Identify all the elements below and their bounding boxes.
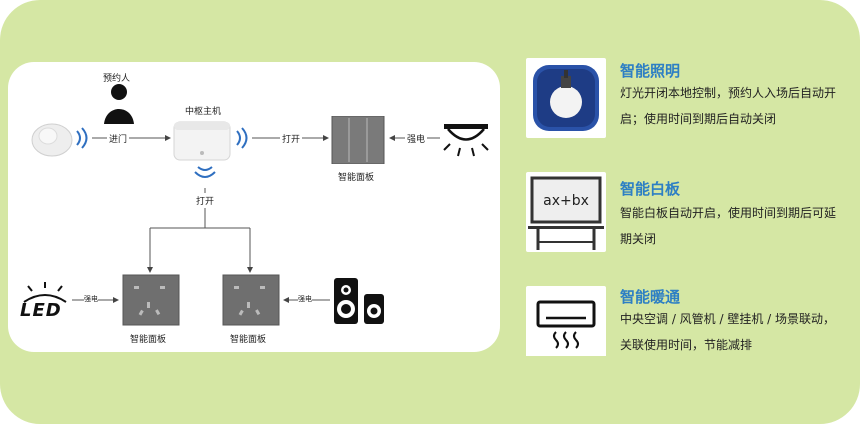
hub-label: 中枢主机 bbox=[185, 107, 222, 117]
feature-desc-lighting: 灯光开闭本地控制，预约人入场后自动开启；使用时间到期后自动关闭 bbox=[620, 86, 837, 126]
strong-power-label-top: 强电 bbox=[405, 132, 428, 145]
hub-signal-right-icon bbox=[236, 127, 248, 149]
smart-panel-right-icon bbox=[222, 274, 280, 326]
led-text: LED bbox=[20, 300, 62, 321]
led-light-icon bbox=[23, 282, 67, 303]
ceiling-light-icon bbox=[443, 124, 489, 157]
motion-sensor-icon bbox=[31, 123, 73, 157]
feature-desc-hvac: 中央空调 / 风管机 / 壁挂机 / 场景联动，关联使用时间，节能减排 bbox=[620, 312, 836, 352]
speaker-icon bbox=[334, 278, 384, 324]
whiteboard-icon: ax+bx bbox=[526, 172, 606, 252]
whiteboard-formula: ax+bx bbox=[543, 193, 589, 209]
open-label-down: 打开 bbox=[196, 193, 215, 208]
feature-title-whiteboard: 智能白板 bbox=[620, 180, 681, 198]
smart-panel-top-icon bbox=[331, 116, 385, 164]
feature-title-lighting: 智能照明 bbox=[620, 62, 681, 80]
hub-device-icon bbox=[173, 121, 231, 161]
air-conditioner-icon bbox=[526, 286, 606, 356]
hub-signal-down-icon bbox=[194, 166, 216, 178]
open-label-right: 打开 bbox=[280, 132, 303, 145]
feature-desc-whiteboard: 智能白板自动开启，使用时间到期后可延期关闭 bbox=[620, 206, 837, 246]
panel-label-right: 智能面板 bbox=[230, 335, 267, 345]
sensor-signal-icon bbox=[76, 127, 88, 149]
strong-power-label-led: 强电 bbox=[84, 294, 98, 304]
panel-label-left: 智能面板 bbox=[130, 335, 167, 345]
enter-label: 进门 bbox=[107, 132, 130, 145]
lightbulb-icon bbox=[526, 58, 606, 138]
feature-title-hvac: 智能暖通 bbox=[620, 288, 681, 306]
strong-power-label-speaker: 强电 bbox=[298, 294, 312, 304]
panel-label-top: 智能面板 bbox=[338, 173, 375, 183]
reservation-person-label: 预约人 bbox=[103, 74, 131, 84]
person-icon bbox=[104, 84, 134, 124]
smart-panel-left-icon bbox=[122, 274, 180, 326]
